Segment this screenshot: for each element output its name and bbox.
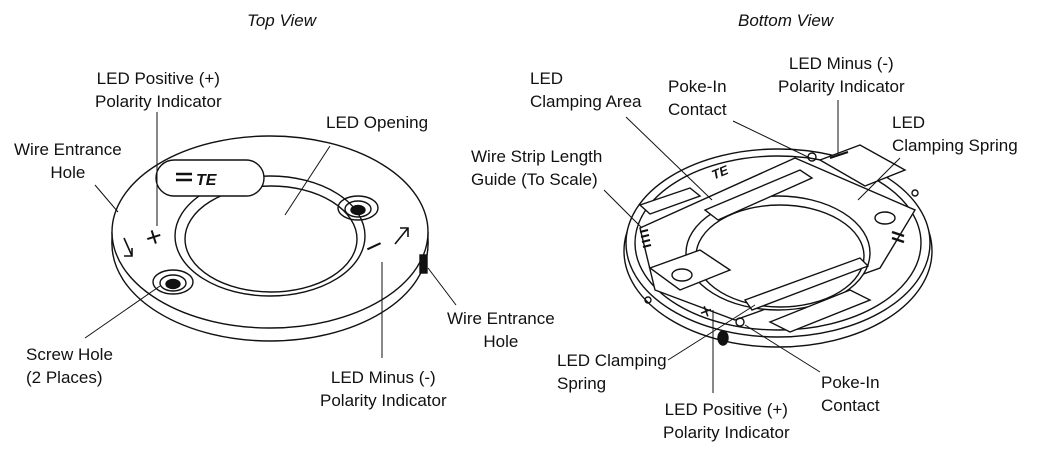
- top-label-wire-entrance-left-line1: Wire Entrance: [14, 140, 122, 159]
- top-label-wire-entrance-right-line2: Hole: [483, 332, 519, 351]
- led-opening-inner: [184, 185, 358, 293]
- bottom-leader-clamping-area: [625, 116, 713, 201]
- top-label-screw-hole-line1: Screw Hole: [26, 345, 113, 364]
- top-logo-text: TE: [196, 172, 218, 189]
- top-leader-led-opening: [284, 145, 331, 216]
- bottom-view-drawing: [603, 100, 933, 393]
- bottom-clamp-spring-lower: [743, 257, 870, 311]
- bottom-leader-wire-strip: [603, 189, 643, 229]
- bottom-label-led-clamping-spring-right-line1: LED: [892, 113, 926, 132]
- bottom-label-led-positive: LED Positive (+) Polarity Indicator: [663, 398, 790, 444]
- bottom-label-led-clamping-spring-right-line2: Clamping Spring: [892, 136, 1018, 155]
- bottom-label-poke-in-top-line2: Contact: [668, 100, 727, 119]
- bottom-label-poke-in-top-line1: Poke-In: [668, 77, 727, 96]
- bottom-label-led-minus-line2: Polarity Indicator: [778, 77, 905, 96]
- bottom-wire-entrance-hole: [717, 330, 729, 346]
- bottom-label-led-clamping-spring-bottom-line1: LED Clamping: [557, 351, 667, 370]
- bottom-ring-inner-rim: [634, 155, 922, 331]
- top-leader-wire-right: [427, 267, 457, 306]
- bottom-label-led-clamping-area-line1: LED: [530, 69, 564, 88]
- bottom-label-wire-strip-guide: Wire Strip Length Guide (To Scale): [471, 145, 602, 191]
- bottom-label-led-clamping-area: LED Clamping Area: [530, 67, 642, 113]
- bottom-label-led-positive-line1: LED Positive (+): [664, 400, 788, 419]
- bottom-label-led-clamping-spring-bottom: LED Clamping Spring: [557, 349, 667, 395]
- bottom-label-poke-in-bottom: Poke-In Contact: [821, 371, 880, 417]
- top-label-led-opening-line1: LED Opening: [326, 113, 429, 132]
- top-label-led-minus-line2: Polarity Indicator: [320, 391, 447, 410]
- top-screw-hole-upper: [337, 195, 379, 221]
- top-label-screw-hole-line2: (2 Places): [26, 368, 103, 387]
- bottom-view-title: Bottom View: [738, 11, 834, 30]
- top-label-led-opening: LED Opening: [326, 111, 428, 134]
- bottom-minus-dash: [829, 151, 849, 159]
- bottom-label-led-clamping-area-line2: Clamping Area: [530, 92, 642, 111]
- bottom-label-wire-strip-guide-line2: Guide (To Scale): [471, 170, 598, 189]
- bottom-label-led-clamping-spring-right: LED Clamping Spring: [892, 111, 1018, 157]
- top-leader-wire-left: [94, 184, 119, 213]
- bottom-pad-lower-left: [648, 249, 732, 291]
- top-label-led-minus-line1: LED Minus (-): [330, 368, 436, 387]
- top-label-wire-entrance-left-line2: Hole: [50, 163, 86, 182]
- bottom-label-led-positive-line2: Polarity Indicator: [663, 423, 790, 442]
- bottom-pad-left: [638, 187, 702, 215]
- bottom-clamp-spring-upper: [703, 169, 814, 221]
- top-label-wire-entrance-left: Wire Entrance Hole: [14, 138, 122, 184]
- bottom-leader-clamping-spring-bottom: [667, 304, 756, 361]
- bottom-label-led-clamping-spring-bottom-line2: Spring: [557, 374, 607, 393]
- bottom-label-poke-in-bottom-line2: Contact: [821, 396, 880, 415]
- top-label-led-positive: LED Positive (+) Polarity Indicator: [95, 67, 222, 113]
- top-arrow-up-right: [394, 227, 409, 245]
- top-view-title: Top View: [247, 11, 316, 30]
- top-wire-entrance-hole-right: [419, 254, 428, 274]
- bottom-label-poke-in-bottom-line1: Poke-In: [821, 373, 880, 392]
- bottom-polarity-marks-right: [891, 230, 905, 244]
- top-label-led-positive-line2: Polarity Indicator: [95, 92, 222, 111]
- bottom-screw-hole-left: [671, 268, 693, 282]
- bottom-leader-poke-in-top: [732, 120, 811, 159]
- bottom-leader-clamping-spring-right: [857, 157, 901, 201]
- top-view-drawing: [84, 112, 457, 358]
- bottom-label-poke-in-top: Poke-In Contact: [668, 75, 727, 121]
- bottom-pad-lower: [768, 289, 872, 333]
- bottom-poke-in-hole-lower: [735, 317, 745, 327]
- top-leader-screw-hole: [84, 285, 161, 339]
- bottom-logo-text: TE: [709, 162, 730, 182]
- bottom-label-led-minus: LED Minus (-) Polarity Indicator: [778, 52, 905, 98]
- bottom-label-wire-strip-guide-line1: Wire Strip Length: [471, 147, 603, 166]
- bottom-small-hole-right: [911, 189, 919, 197]
- top-label-led-positive-line1: LED Positive (+): [96, 69, 220, 88]
- top-label-wire-entrance-right: Wire Entrance Hole: [447, 307, 555, 353]
- top-label-led-minus: LED Minus (-) Polarity Indicator: [320, 366, 447, 412]
- top-arrow-down-left: [123, 237, 133, 257]
- top-logo-mark: [176, 172, 192, 182]
- top-screw-hole-lower: [152, 269, 194, 295]
- top-label-wire-entrance-right-line1: Wire Entrance: [447, 309, 555, 328]
- bottom-leader-poke-in-bottom: [744, 324, 821, 373]
- bottom-wire-strip-guide: [639, 229, 652, 248]
- bottom-screw-hole-right: [874, 211, 896, 225]
- top-logo-pill: [155, 159, 265, 197]
- top-label-screw-hole: Screw Hole (2 Places): [26, 343, 113, 389]
- bottom-label-led-minus-line1: LED Minus (-): [788, 54, 894, 73]
- bottom-small-hole-left: [644, 296, 652, 304]
